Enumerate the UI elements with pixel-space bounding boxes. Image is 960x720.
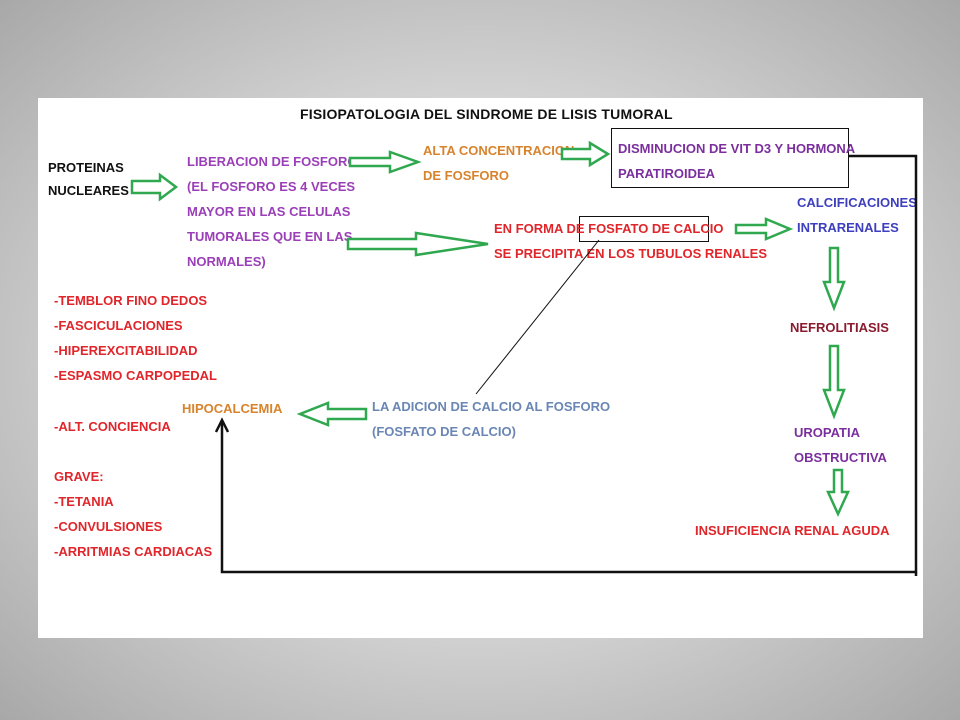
node-liberacion-line3: MAYOR EN LAS CELULAS (187, 204, 351, 219)
slide: FISIOPATOLOGIA DEL SINDROME DE LISIS TUM… (38, 98, 923, 638)
grave-1: -TETANIA (54, 494, 114, 509)
node-uropatia-line1: UROPATIA (794, 425, 860, 440)
node-calcificaciones-line1: CALCIFICACIONES (797, 195, 917, 210)
node-liberacion-line4: TUMORALES QUE EN LAS (187, 229, 353, 244)
node-adicion-line1: LA ADICION DE CALCIO AL FOSFORO (372, 399, 611, 414)
fosfato-connector-line (475, 239, 600, 395)
grave-heading: GRAVE: (54, 469, 104, 484)
fosfato-highlight-box (579, 216, 709, 242)
feedback-loop-line (220, 154, 918, 574)
arrow-down-icon (822, 344, 846, 420)
arrow-down-icon (826, 468, 850, 518)
node-uropatia-line2: OBSTRUCTIVA (794, 450, 887, 465)
symptom-4: -ESPASMO CARPOPEDAL (54, 368, 217, 383)
arrow-left-icon (296, 401, 368, 427)
grave-2: -CONVULSIONES (54, 519, 163, 534)
node-calcificaciones-line2: INTRARENALES (797, 220, 899, 235)
feedback-loop-arrowhead-icon (214, 417, 230, 433)
connectors (130, 140, 918, 576)
node-forma-line2: SE PRECIPITA EN LOS TUBULOS RENALES (494, 246, 768, 261)
node-hipocalcemia: HIPOCALCEMIA (182, 401, 283, 416)
node-alta-line1: ALTA CONCENTRACION (423, 143, 575, 158)
node-liberacion-line1: LIBERACION DE FOSFORO (187, 154, 358, 169)
node-alta-line2: DE FOSFORO (423, 168, 509, 183)
node-liberacion-line2: (EL FOSFORO ES 4 VECES (187, 179, 356, 194)
node-liberacion-line5: NORMALES) (187, 254, 266, 269)
node-insuficiencia: INSUFICIENCIA RENAL AGUDA (695, 523, 890, 538)
node-proteinas-line1: PROTEINAS (48, 160, 124, 175)
page-title: FISIOPATOLOGIA DEL SINDROME DE LISIS TUM… (300, 106, 673, 122)
symptom-conciencia: -ALT. CONCIENCIA (54, 419, 171, 434)
node-disminucion-line2: PARATIROIDEA (618, 166, 716, 181)
arrow-right-icon (346, 231, 489, 257)
node-adicion-line2: (FOSFATO DE CALCIO) (372, 424, 516, 439)
arrow-right-icon (348, 150, 422, 174)
arrow-right-icon (130, 172, 179, 202)
symptom-3: -HIPEREXCITABILIDAD (54, 343, 198, 358)
arrow-right-icon (734, 217, 794, 241)
symptom-2: -FASCICULACIONES (54, 318, 183, 333)
node-nefrolitiasis: NEFROLITIASIS (790, 320, 889, 335)
arrow-down-icon (822, 246, 846, 312)
node-disminucion-line1: DISMINUCION DE VIT D3 Y HORMONA (618, 141, 856, 156)
node-forma-line1: EN FORMA DE FOSFATO DE CALCIO (494, 221, 724, 236)
node-proteinas-line2: NUCLEARES (48, 183, 129, 198)
arrow-right-icon (560, 140, 611, 168)
node-disminucion-box (611, 128, 849, 188)
symptom-1: -TEMBLOR FINO DEDOS (54, 293, 208, 308)
grave-3: -ARRITMIAS CARDIACAS (54, 544, 213, 559)
